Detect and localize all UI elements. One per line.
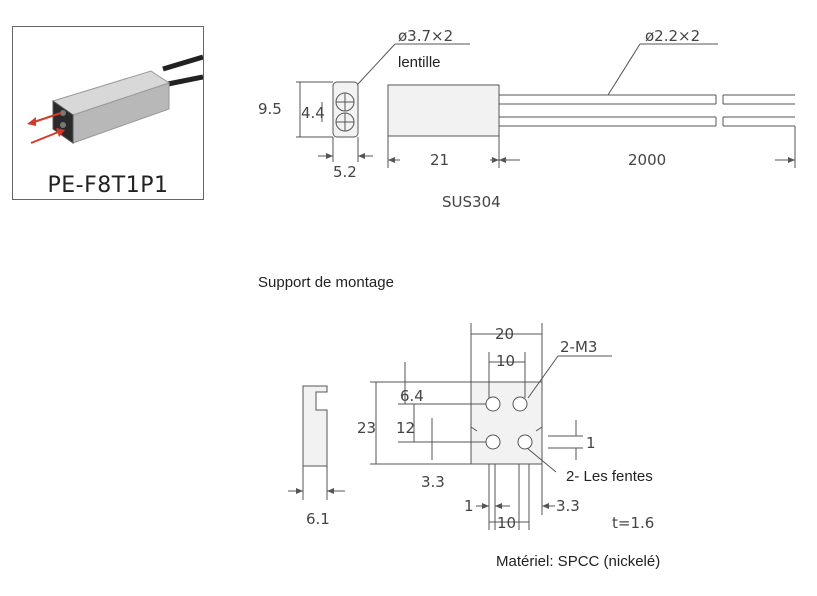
bracket-title: Support de montage	[258, 274, 394, 291]
m3-hole-right	[512, 396, 528, 412]
cable-lines	[499, 94, 716, 127]
slot-width-dim: 1	[464, 497, 474, 515]
lens-pitch-dim: 4.4	[301, 104, 325, 122]
body-length-dim: 21	[430, 151, 449, 169]
bracket-side-profile	[302, 385, 328, 467]
bracket-width-dim: 20	[495, 325, 514, 343]
slot-left	[485, 434, 501, 450]
lens-label: lentille	[398, 54, 441, 71]
thickness-label: t=1.6	[612, 514, 654, 532]
sensor-body-side	[387, 84, 500, 137]
slot-side-dim: 3.3	[556, 497, 580, 515]
slot-right	[517, 434, 533, 450]
product-photo-frame: PE-F8T1P1	[12, 26, 204, 200]
m3-hole-left	[485, 396, 501, 412]
holes-label: 2-M3	[560, 338, 597, 356]
slot-edge-dim: 1	[586, 434, 596, 452]
cable-length-dim: 2000	[628, 151, 666, 169]
height-dim: 9.5	[258, 100, 282, 118]
width-dim: 5.2	[333, 163, 357, 181]
bracket-height-dim: 23	[357, 419, 376, 437]
slot-offset-dim: 3.3	[421, 473, 445, 491]
bracket-material: Matériel: SPCC (nickelé)	[496, 553, 660, 570]
sensor-photo	[27, 54, 203, 144]
product-caption: PE-F8T1P1	[47, 173, 169, 198]
slot-pitch-dim: 10	[497, 514, 516, 532]
sensor-material: SUS304	[442, 193, 501, 211]
lens-dia-label: ø3.7×2	[398, 27, 453, 45]
side-thickness-dim: 6.1	[306, 510, 330, 528]
hole-pitch-v-dim: 12	[396, 419, 415, 437]
slots-label: 2- Les fentes	[566, 468, 653, 485]
top-offset-dim: 6.4	[400, 387, 424, 405]
hole-pitch-h-dim: 10	[496, 352, 515, 370]
cable-dia-label: ø2.2×2	[645, 27, 700, 45]
